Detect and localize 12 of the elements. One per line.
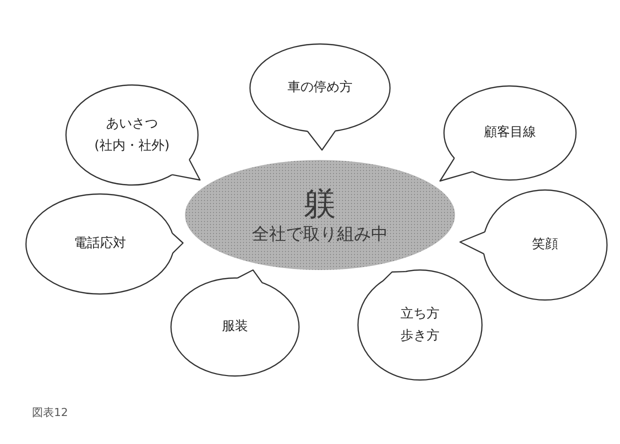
hub-subtitle: 全社で取り組み中 (252, 225, 388, 246)
figure-caption: 図表12 (32, 405, 68, 420)
bubble-text: 電話応対 (74, 236, 126, 252)
bubble-text: 立ち方 (400, 306, 440, 322)
bubble-text: 笑顔 (532, 237, 558, 253)
bubble-text: (社内・社外) (94, 138, 170, 154)
bubble-text: あいさつ (106, 116, 158, 132)
bubble-text: 服装 (222, 319, 248, 335)
bubble-text: 車の停め方 (288, 80, 352, 96)
hub-title: 躾 (304, 184, 336, 223)
bubble-text: 歩き方 (400, 328, 440, 344)
bubble-text: 顧客目線 (484, 125, 536, 141)
